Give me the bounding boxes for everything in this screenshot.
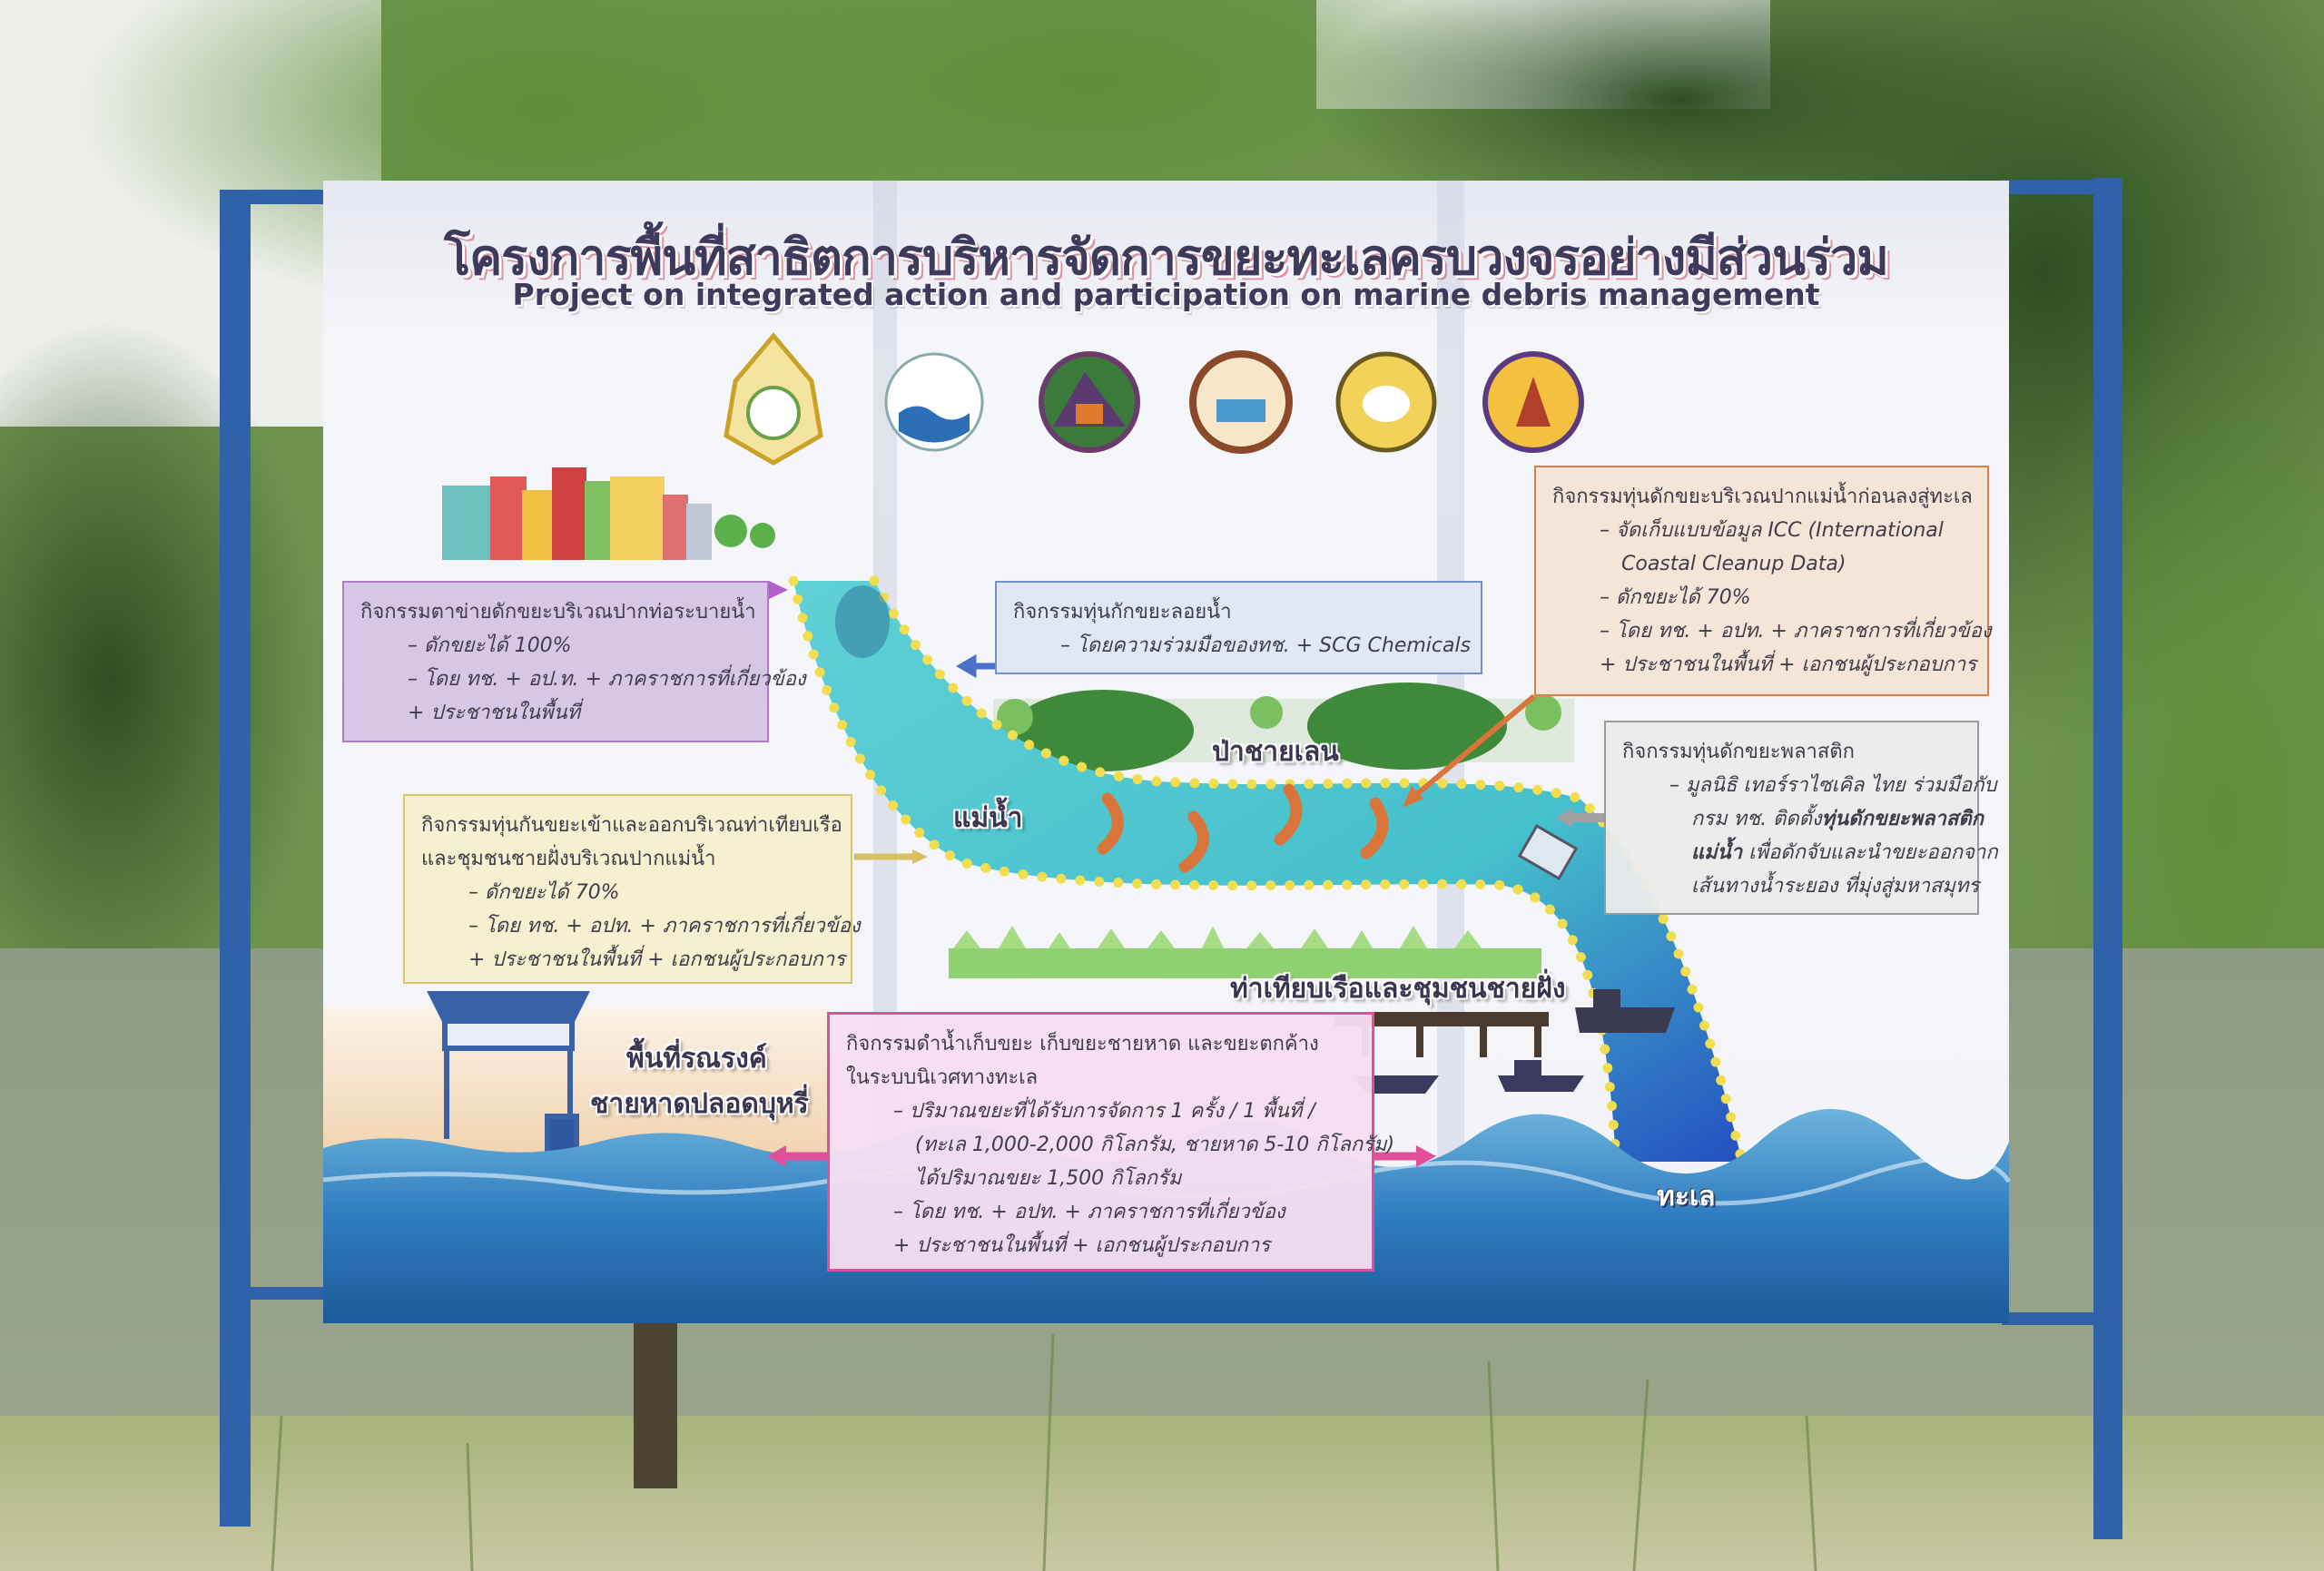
box-line: แม่น้ำ เพื่อดักจับและนำขยะออกจาก bbox=[1622, 836, 1998, 869]
arrows bbox=[767, 581, 1604, 1167]
plastic-trap-activity-box: กิจกรรมทุ่นดักขยะพลาสติก – มูลนิธิ เทอร์ร… bbox=[1604, 721, 1998, 915]
box-line: + ประชาชนในพื้นที่ + เอกชนผู้ประกอบการ bbox=[1600, 653, 1977, 676]
box-line: – ดักขยะได้ 70% bbox=[468, 881, 620, 904]
box-heading: กิจกรรมทุ่นกันขยะเข้าและออกบริเวณท่าเทีย… bbox=[421, 814, 842, 837]
box-line: – โดย ทช. + อปท. + ภาคราชการที่เกี่ยวข้อ… bbox=[1600, 620, 1992, 643]
orange-arrow-icon bbox=[1410, 693, 1536, 801]
emphasis-text: แม่น้ำ bbox=[1691, 841, 1743, 864]
temple-seal-icon bbox=[1482, 351, 1584, 453]
campaign-area-label: พื้นที่รณรงค์ bbox=[626, 1043, 767, 1075]
billboard-frame bbox=[220, 178, 2122, 1539]
city-buildings-illustration bbox=[442, 467, 775, 560]
box-line: (ทะเล 1,000-2,000 กิโลกรัม, ชายหาด 5-10 … bbox=[915, 1134, 1395, 1156]
box-line: – โดย ทช. + อปท. + ภาคราชการที่เกี่ยวข้อ… bbox=[893, 1201, 1285, 1223]
box-line: เส้นทางน้ำระยอง ที่มุ่งสู่มหาสมุทร bbox=[1691, 875, 1980, 898]
floating-boom-activity-box: กิจกรรมทุ่นกักขยะลอยน้ำ – โดยความร่วมมือข… bbox=[995, 581, 1482, 674]
purple-arrow-icon bbox=[769, 581, 788, 599]
crest-emblem-icon bbox=[724, 332, 823, 466]
river bbox=[793, 581, 1742, 1162]
box-heading: และชุมชนชายฝั่งบริเวณปากแม่น้ำ bbox=[421, 848, 716, 870]
mangrove-forest-illustration bbox=[993, 682, 1574, 771]
mangrove-label: ป่าชายเลน bbox=[1212, 736, 1339, 768]
pier-community-label: ท่าเทียบเรือและชุมชนชายฝั่ง bbox=[1230, 973, 1566, 1005]
title-english: Project on integrated action and partici… bbox=[512, 277, 1820, 312]
box-heading: กิจกรรมทุ่นดักขยะพลาสติก bbox=[1622, 741, 1855, 763]
box-heading: กิจกรรมตาข่ายดักขยะบริเวณปากท่อระบายน้ำ bbox=[360, 601, 756, 623]
marine-department-logo-icon bbox=[884, 352, 984, 452]
blue-arrow-icon bbox=[956, 653, 995, 679]
box-line: Coastal Cleanup Data) bbox=[1621, 553, 1846, 575]
smoke-free-beach-label: ชายหาดปลอดบุหรี่ bbox=[590, 1088, 809, 1120]
elephant-seal-icon bbox=[1335, 351, 1437, 453]
box-line: – ดักขยะได้ 70% bbox=[1600, 586, 1751, 609]
box-line: + ประชาชนในพื้นที่ + เอกชนผู้ประกอบการ bbox=[893, 1234, 1271, 1257]
beach-seal-icon bbox=[1189, 350, 1293, 454]
river-boom-left bbox=[788, 575, 1621, 1167]
box-line: – โดยความร่วมมือของทช. + SCG Chemicals bbox=[1060, 634, 1472, 657]
box-line: – จัดเก็บแบบข้อมูล ICC (International bbox=[1600, 519, 1944, 542]
boat-icon bbox=[1498, 1060, 1584, 1092]
dive-cleanup-activity-box: กิจกรรมดำน้ำเก็บขยะ เก็บขยะชายหาด และขยะ… bbox=[827, 1012, 1395, 1272]
box-heading: กิจกรรมดำน้ำเก็บขยะ เก็บขยะชายหาด และขยะ… bbox=[846, 1033, 1319, 1056]
line-text: กรม ทช. ติดตั้ง bbox=[1691, 808, 1822, 830]
tree-trunk bbox=[634, 1307, 677, 1488]
emphasis-text: ทุ่นดักขยะพลาสติก bbox=[1821, 808, 1984, 830]
ship-icon bbox=[1575, 989, 1675, 1033]
box-line: – ปริมาณขยะที่ได้รับการจัดการ 1 ครั้ง / … bbox=[893, 1100, 1315, 1123]
foreground-grass bbox=[271, 1333, 1817, 1571]
box-line: + ประชาชนในพื้นที่ bbox=[408, 702, 581, 724]
river-label: แม่น้ำ bbox=[953, 802, 1023, 834]
title-thai: โครงการพื้นที่สาธิตการบริหารจัดการขยะทะเ… bbox=[444, 229, 1889, 286]
logo-row bbox=[724, 332, 1584, 466]
coastal-village-illustration bbox=[949, 926, 1541, 978]
box-line: ได้ปริมาณขยะ 1,500 กิโลกรัม bbox=[915, 1167, 1182, 1190]
box-line: กรม ทช. ติดตั้งทุ่นดักขยะพลาสติก bbox=[1622, 802, 1984, 836]
estuary-boom-activity-box: กิจกรรมทุ่นดักขยะบริเวณปากแม่น้ำก่อนลงสู… bbox=[1534, 466, 1992, 696]
sea-label: ทะเล bbox=[1657, 1181, 1716, 1213]
box-heading: กิจกรรมทุ่นดักขยะบริเวณปากแม่น้ำก่อนลงสู… bbox=[1552, 486, 1973, 508]
river-boom-right bbox=[869, 575, 1748, 1167]
pier-boom-activity-box: กิจกรรมทุ่นกันขยะเข้าและออกบริเวณท่าเทีย… bbox=[403, 794, 861, 984]
line-text: เพื่อดักจับและนำขยะออกจาก bbox=[1742, 841, 1998, 864]
grass-ground bbox=[0, 1416, 2324, 1571]
drain-net-icon bbox=[835, 585, 890, 658]
box-line: – ดักขยะได้ 100% bbox=[408, 634, 572, 657]
box-line: – โดย ทช. + อป.ท. + ภาคราชการที่เกี่ยวข้… bbox=[408, 668, 806, 691]
box-line: – มูลนิธิ เทอร์ราไซเคิล ไทย ร่วมมือกับ bbox=[1669, 774, 1997, 797]
drain-net-activity-box: กิจกรรมตาข่ายดักขยะบริเวณปากท่อระบายน้ำ –… bbox=[342, 581, 806, 742]
box-line: – โดย ทช. + อปท. + ภาคราชการที่เกี่ยวข้อ… bbox=[468, 915, 861, 938]
plastic-trap-icon bbox=[1517, 823, 1579, 881]
box-heading: กิจกรรมทุ่นกักขยะลอยน้ำ bbox=[1013, 601, 1232, 623]
floating-boom-icon bbox=[1097, 783, 1389, 873]
box-line: + ประชาชนในพื้นที่ + เอกชนผู้ประกอบการ bbox=[468, 948, 846, 971]
box-heading: ในระบบนิเวศทางทะเล bbox=[846, 1066, 1039, 1089]
mountain-house-seal-icon bbox=[1039, 351, 1140, 453]
